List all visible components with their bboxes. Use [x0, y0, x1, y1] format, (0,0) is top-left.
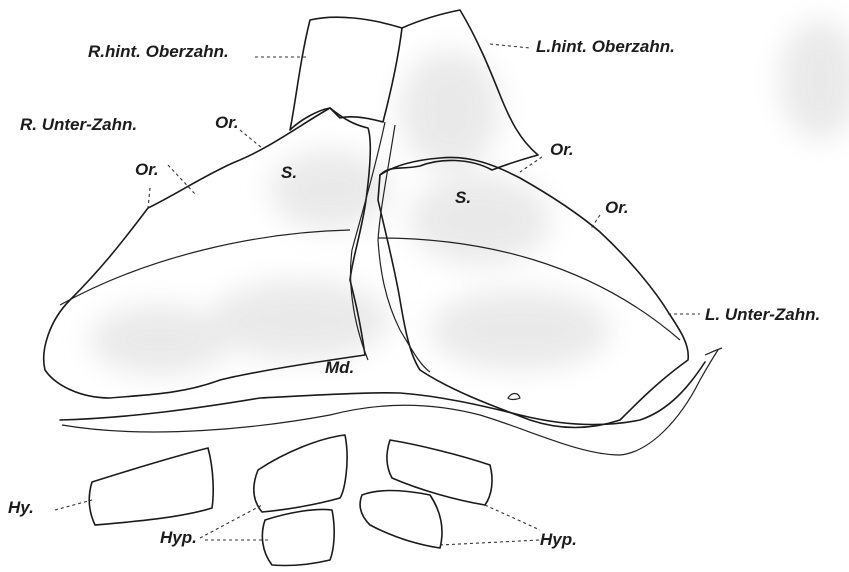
right-upper-tooth-outline: [290, 17, 402, 130]
label-md: Md.: [325, 358, 354, 377]
mandible-tip-hook: [705, 348, 722, 355]
label-l-hint-oberzahn: L.hint. Oberzahn.: [536, 37, 675, 56]
label-s-left: S.: [281, 163, 297, 182]
hyp-bone-lower-left: [262, 509, 334, 565]
label-or-1: Or.: [215, 113, 239, 132]
label-or-3: Or.: [550, 140, 574, 159]
label-or-4: Or.: [605, 198, 629, 217]
label-l-unter-zahn: L. Unter-Zahn.: [705, 305, 820, 324]
label-hyp-right: Hyp.: [540, 530, 577, 549]
label-hy: Hy.: [8, 498, 34, 517]
label-hyp-left: Hyp.: [160, 528, 197, 547]
label-r-hint-oberzahn: R.hint. Oberzahn.: [88, 42, 229, 61]
hyp-bone-upper-left: [254, 435, 347, 512]
mandible-notch: [508, 394, 520, 400]
label-or-2: Or.: [135, 160, 159, 179]
label-r-unter-zahn: R. Unter-Zahn.: [20, 115, 137, 134]
hyp-bone-lower-right: [360, 490, 442, 548]
hyp-bone-upper-right: [387, 440, 492, 505]
hy-bone: [89, 448, 213, 525]
leader-lines: [55, 44, 700, 545]
midline-right: [378, 125, 430, 372]
label-s-right: S.: [455, 188, 471, 207]
